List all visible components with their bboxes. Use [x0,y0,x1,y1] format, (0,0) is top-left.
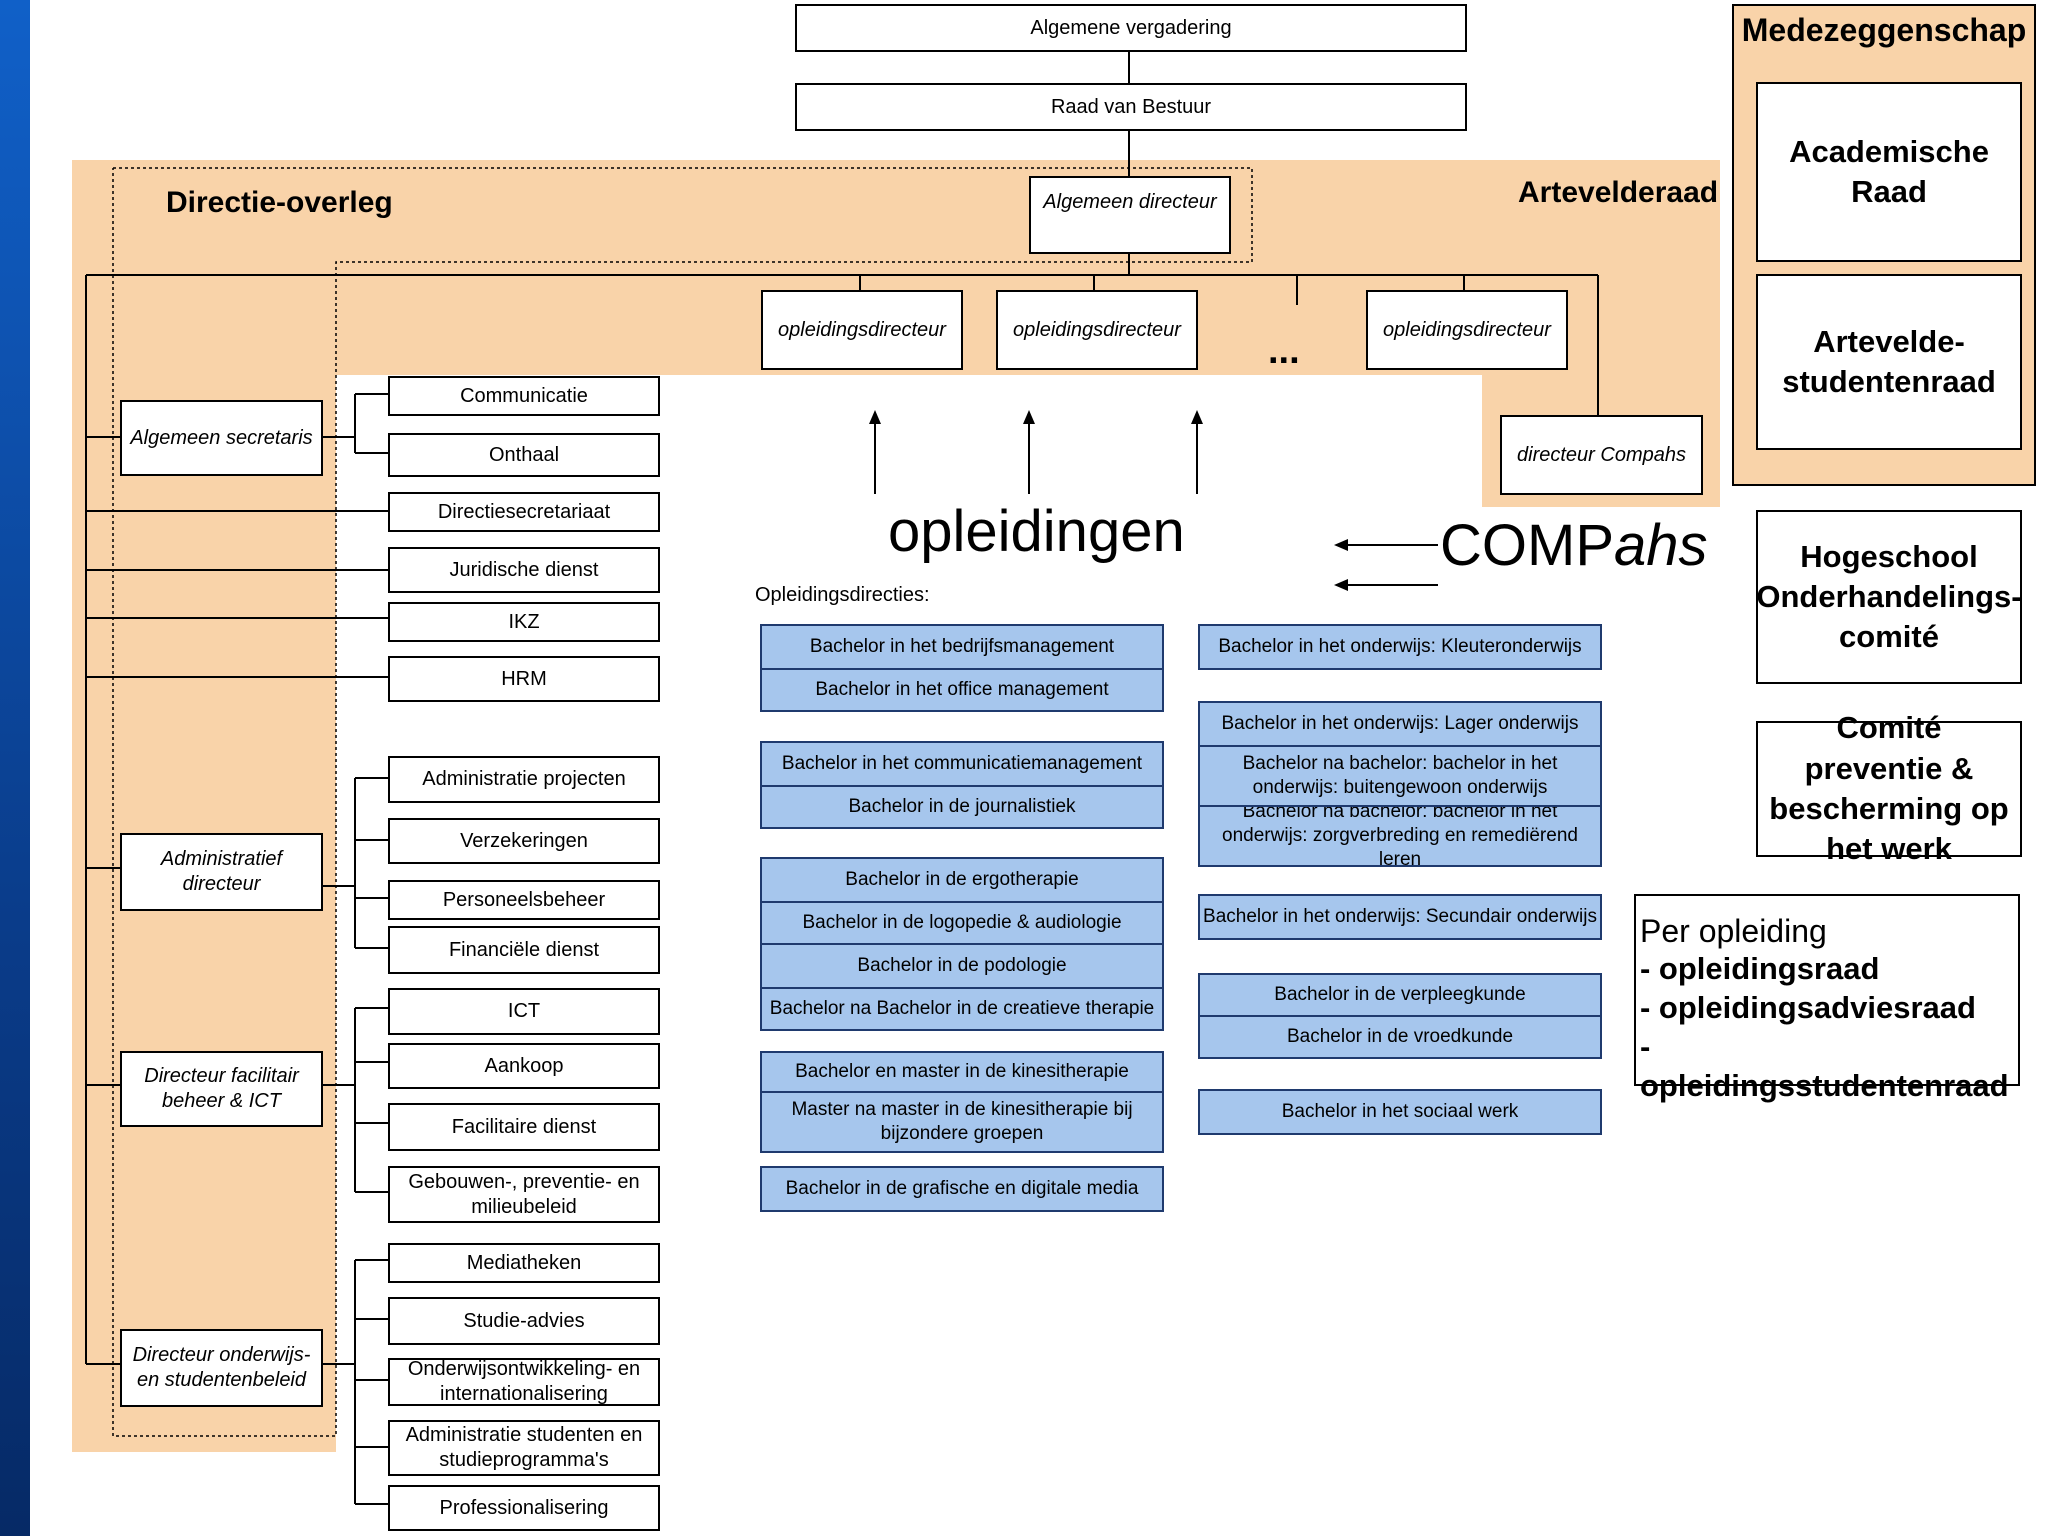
program-item: Bachelor na bachelor: bachelor in het on… [1198,807,1602,867]
directeur-compahs-box: directeur Compahs [1500,415,1703,495]
directeur-facilitair-box: Directeur facilitair beheer & ICT [120,1051,323,1127]
unit-gebouwen-preventie: Gebouwen-, preventie- en milieubeleid [388,1166,660,1223]
program-item: Bachelor in de journalistiek [760,787,1164,829]
compahs-label: COMPahs [1440,512,1708,579]
program-item: Bachelor in het onderwijs: Lager onderwi… [1198,701,1602,747]
raad-van-bestuur-box: Raad van Bestuur [795,83,1467,131]
left-accent-bar [0,0,30,1536]
program-group-5: Bachelor in de grafische en digitale med… [760,1166,1164,1212]
program-item: Master na master in de kinesitherapie bi… [760,1093,1164,1153]
per-opleiding-box: Per opleiding - opleidingsraad - opleidi… [1634,894,2020,1103]
program-item: Bachelor in de grafische en digitale med… [760,1166,1164,1212]
unit-administratie-studenten: Administratie studenten en studieprogram… [388,1420,660,1476]
unit-juridische-dienst: Juridische dienst [388,547,660,593]
unit-administratie-projecten: Administratie projecten [388,756,660,803]
program-group-3: Bachelor in de ergotherapie Bachelor in … [760,857,1164,1031]
directie-overleg-label: Directie-overleg [166,186,393,219]
program-group-6: Bachelor in het onderwijs: Kleuteronderw… [1198,624,1602,670]
program-item: Bachelor in het bedrijfsmanagement [760,624,1164,670]
unit-mediatheken: Mediatheken [388,1243,660,1283]
compahs-prefix: COMP [1440,513,1614,578]
studentenraad-box: Artevelde- studentenraad [1756,274,2022,450]
unit-ict: ICT [388,988,660,1035]
program-group-1: Bachelor in het bedrijfsmanagement Bache… [760,624,1164,712]
unit-personeelsbeheer: Personeelsbeheer [388,880,660,920]
program-item: Bachelor in het onderwijs: Secundair ond… [1198,894,1602,940]
unit-aankoop: Aankoop [388,1043,660,1089]
program-item: Bachelor in de ergotherapie [760,857,1164,903]
directie-overleg-area-lower [72,375,336,1452]
unit-financiele-dienst: Financiële dienst [388,926,660,974]
opleidingsdirecteur-box-3: opleidingsdirecteur [1366,290,1568,370]
program-group-2: Bachelor in het communicatiemanagement B… [760,741,1164,829]
program-item: Bachelor na Bachelor in de creatieve the… [760,989,1164,1031]
program-item: Bachelor na bachelor: bachelor in het on… [1198,747,1602,807]
unit-directiesecretariaat: Directiesecretariaat [388,492,660,532]
academische-raad-box: Academische Raad [1756,82,2022,262]
program-item: Bachelor in de verpleegkunde [1198,973,1602,1017]
unit-hrm: HRM [388,656,660,702]
opleidingsdirecteur-box-1: opleidingsdirecteur [761,290,963,370]
onderhandelingscomite-box: Hogeschool Onderhandelings- comité [1756,510,2022,684]
per-opleiding-item: - opleidingsstudentenraad [1640,1028,2009,1103]
unit-facilitaire-dienst: Facilitaire dienst [388,1103,660,1151]
program-item: Bachelor in het communicatiemanagement [760,741,1164,787]
program-group-7: Bachelor in het onderwijs: Lager onderwi… [1198,701,1602,867]
artevelderaad-label: Artevelderaad [1518,176,1719,209]
algemeen-directeur-box: Algemeen directeur [1029,176,1231,254]
program-item: Bachelor in de podologie [760,945,1164,989]
program-item: Bachelor en master in de kinesitherapie [760,1051,1164,1093]
program-item: Bachelor in de logopedie & audiologie [760,903,1164,945]
unit-ikz: IKZ [388,602,660,642]
program-item: Bachelor in het sociaal werk [1198,1089,1602,1135]
unit-onthaal: Onthaal [388,433,660,477]
per-opleiding-item: - opleidingsraad [1640,951,1880,987]
program-group-4: Bachelor en master in de kinesitherapie … [760,1051,1164,1153]
program-item: Bachelor in het onderwijs: Kleuteronderw… [1198,624,1602,670]
opleidingsdirecteur-box-2: opleidingsdirecteur [996,290,1198,370]
medezeggenschap-title: Medezeggenschap [1741,12,2027,48]
program-group-8: Bachelor in het onderwijs: Secundair ond… [1198,894,1602,940]
program-item: Bachelor in het office management [760,670,1164,712]
per-opleiding-title: Per opleiding [1640,913,1827,949]
directeur-onderwijs-box: Directeur onderwijs- en studentenbeleid [120,1329,323,1407]
algemene-vergadering-box: Algemene vergadering [795,4,1467,52]
administratief-directeur-box: Administratief directeur [120,833,323,911]
compahs-suffix: ahs [1614,513,1708,578]
program-group-9: Bachelor in de verpleegkunde Bachelor in… [1198,973,1602,1059]
unit-studie-advies: Studie-advies [388,1297,660,1345]
unit-communicatie: Communicatie [388,376,660,416]
unit-professionalisering: Professionalisering [388,1485,660,1531]
per-opleiding-item: - opleidingsadviesraad [1640,990,1976,1026]
program-item: Bachelor in de vroedkunde [1198,1017,1602,1059]
opleidingen-label: opleidingen [888,499,1185,564]
unit-onderwijsontwikkeling: Onderwijsontwikkeling- en internationali… [388,1358,660,1406]
comite-preventie-box: Comité preventie & bescherming op het we… [1756,710,2022,866]
ellipsis-label: ... [1268,330,1300,372]
opleidingsdirecties-label: Opleidingsdirecties: [755,584,930,606]
program-group-10: Bachelor in het sociaal werk [1198,1089,1602,1135]
algemeen-secretaris-box: Algemeen secretaris [120,400,323,476]
unit-verzekeringen: Verzekeringen [388,818,660,864]
